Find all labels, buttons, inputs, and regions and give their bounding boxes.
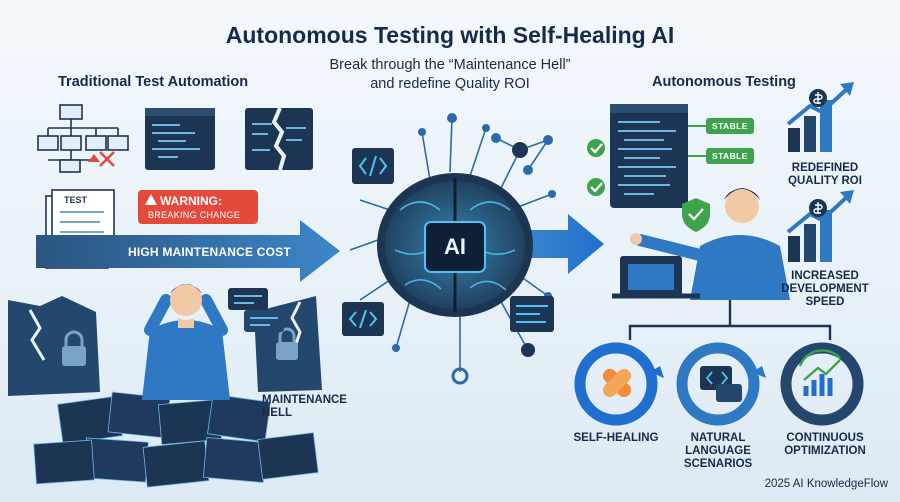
maintenance-arrow: [36, 220, 340, 282]
hell-line-1: MAINTENANCE: [262, 394, 347, 406]
test-label: TEST: [64, 195, 88, 205]
cycle-line: LANGUAGE: [685, 445, 751, 457]
benefit-line: SPEED: [805, 296, 845, 308]
warning-title: WARNING:: [160, 194, 222, 208]
subtitle-line-2: and redefine Quality ROI: [370, 76, 530, 92]
warning-badge: WARNING: BREAKING CHANGE: [138, 190, 258, 224]
growth-chart-icon: [786, 190, 854, 262]
autonomous-heading: Autonomous Testing: [652, 74, 796, 90]
network-nodes: [392, 113, 556, 385]
cycle-connector: [628, 300, 832, 340]
benefit-line: QUALITY ROI: [788, 175, 862, 187]
growth-chart-icon: [786, 82, 854, 152]
continuous-optimization-label: CONTINUOUS OPTIMIZATION: [770, 432, 880, 458]
code-window-icon: [145, 108, 215, 170]
cycle-ring: [574, 342, 864, 426]
traditional-heading: Traditional Test Automation: [58, 74, 249, 90]
self-healing-label: SELF-HEALING: [566, 432, 666, 445]
maintenance-cost-label: HIGH MAINTENANCE COST: [128, 245, 291, 259]
broken-code-window-icon: [245, 107, 313, 171]
chat-code-icon: [700, 366, 742, 402]
stressed-developer: [142, 284, 230, 400]
code-tag-icon: [352, 148, 394, 184]
brain-icon: [377, 173, 533, 317]
broken-wall-left: [8, 296, 100, 396]
benefit-roi-label: REDEFINED QUALITY ROI: [770, 162, 880, 188]
benefit-line: DEVELOPMENT: [781, 283, 869, 295]
broken-code-pile: [33, 391, 319, 488]
ai-label: AI: [444, 234, 466, 259]
flow-arrow: [520, 214, 604, 274]
cycle-line: SELF-HEALING: [573, 432, 659, 444]
hell-line-2: HELL: [262, 407, 293, 419]
footer-credit: 2025 AI KnowledgeFlow: [764, 478, 888, 490]
stable-badge: STABLE: [706, 148, 754, 164]
cycle-line: CONTINUOUS: [786, 432, 864, 444]
check-icon: [587, 139, 605, 196]
optimization-icon: [798, 349, 841, 396]
cycle-line: SCENARIOS: [683, 458, 753, 470]
page-title: Autonomous Testing with Self-Healing AI: [225, 22, 675, 48]
stable-code-window-icon: [610, 104, 706, 208]
subtitle-line-1: Break through the “Maintenance Hell”: [329, 57, 571, 73]
benefit-speed-label: INCREASED DEVELOPMENT SPEED: [770, 270, 880, 309]
confident-developer: [612, 188, 790, 300]
code-tag-icon: [342, 302, 384, 336]
maintenance-hell-label: MAINTENANCE HELL: [262, 394, 352, 420]
shield-check-icon: [682, 198, 710, 232]
flowchart-icon: [37, 104, 129, 173]
benefit-line: REDEFINED: [791, 162, 859, 174]
benefit-line: INCREASED: [791, 270, 859, 282]
chat-bubble-icon: [228, 288, 284, 332]
page-subtitle: Break through the “Maintenance Hell” and…: [300, 56, 600, 94]
bandage-icon: [602, 368, 632, 398]
cycle-line: OPTIMIZATION: [784, 445, 866, 457]
natural-language-label: NATURAL LANGUAGE SCENARIOS: [668, 432, 768, 471]
warning-icon: [145, 194, 157, 205]
code-window-icon: [510, 296, 554, 332]
warning-detail: BREAKING CHANGE: [148, 210, 241, 220]
cycle-line: NATURAL: [690, 432, 746, 444]
stable-badge: STABLE: [706, 118, 754, 134]
